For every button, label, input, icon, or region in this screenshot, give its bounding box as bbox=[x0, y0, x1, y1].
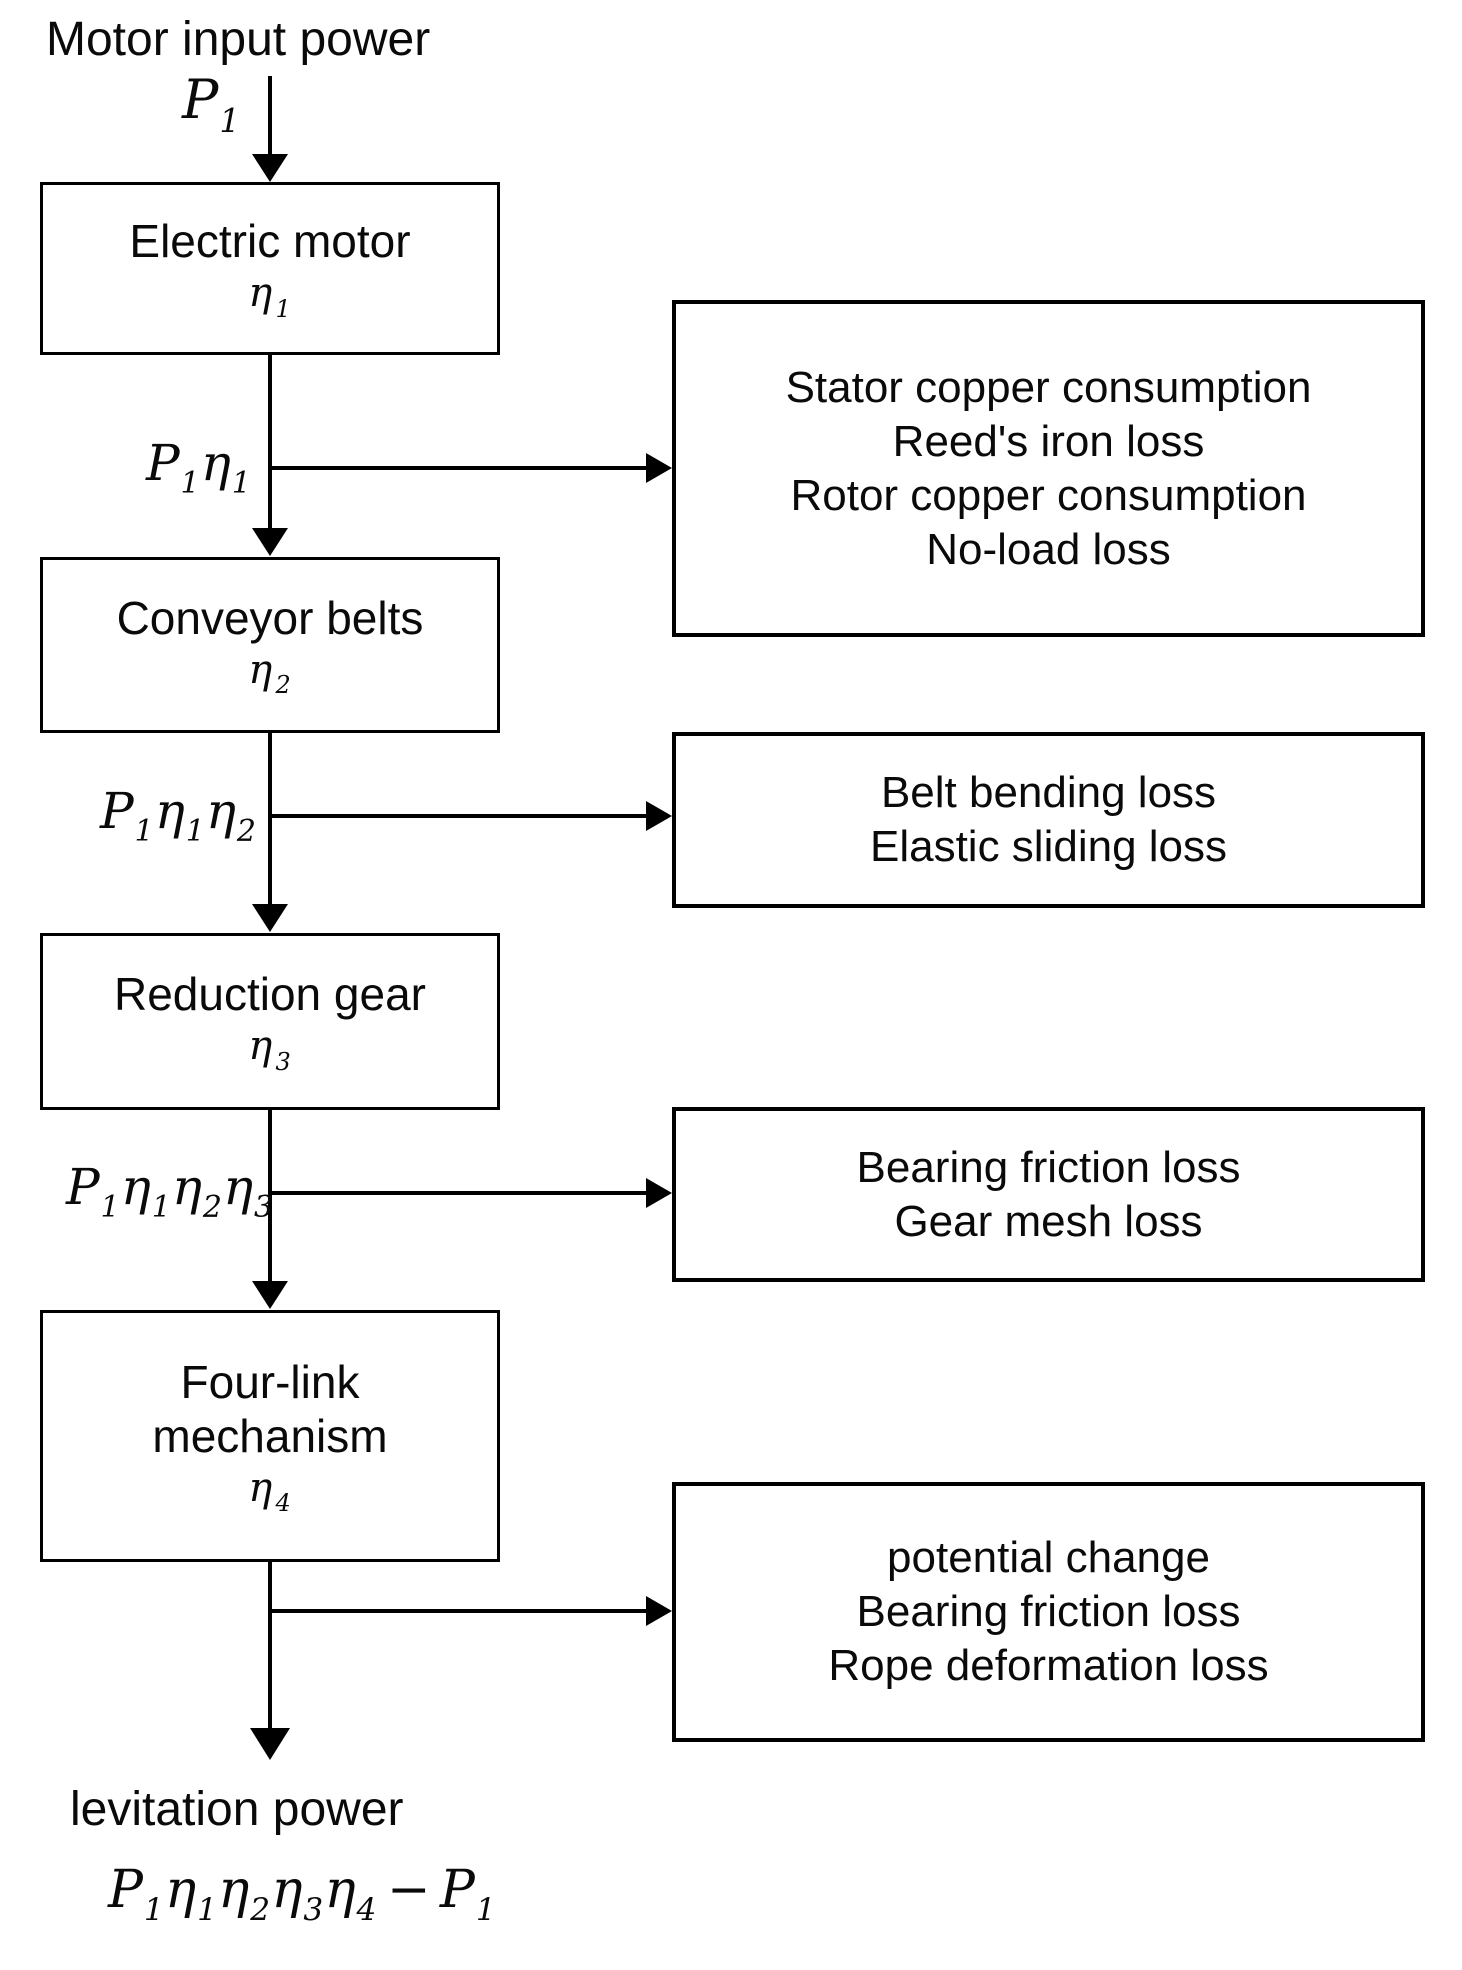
loss-line: Elastic sliding loss bbox=[869, 822, 1228, 871]
loss-line: Rope deformation loss bbox=[828, 1641, 1269, 1690]
loss-line: Gear mesh loss bbox=[894, 1196, 1203, 1246]
flow-line-4 bbox=[268, 1562, 272, 1732]
branch-arrowhead-3 bbox=[646, 1178, 672, 1208]
loss-box-conveyor-belts: Belt bending loss Elastic sliding loss bbox=[672, 732, 1425, 908]
loss-line: Stator copper consumption bbox=[785, 362, 1312, 412]
loss-line: Bearing friction loss bbox=[856, 1587, 1241, 1636]
input-power-title: Motor input power bbox=[46, 13, 431, 66]
branch-line-3 bbox=[270, 1191, 648, 1195]
output-power-title: levitation power bbox=[70, 1783, 404, 1836]
arrowhead-output bbox=[250, 1728, 290, 1760]
arrowhead-conveyor bbox=[252, 528, 288, 556]
loss-line: Belt bending loss bbox=[880, 768, 1217, 817]
after-gear-formula: P1η1η2η3 bbox=[66, 1158, 274, 1225]
loss-box-four-link: potential change Bearing friction loss R… bbox=[672, 1482, 1425, 1742]
node-four-link-label-line2: mechanism bbox=[152, 1409, 388, 1462]
input-power-formula: P1 bbox=[182, 68, 240, 140]
node-reduction-gear-label: Reduction gear bbox=[114, 968, 426, 1021]
node-four-link-label-line1: Four-link bbox=[180, 1355, 360, 1408]
loss-line: Reed's iron loss bbox=[892, 416, 1205, 466]
branch-line-4 bbox=[270, 1609, 648, 1613]
after-motor-formula: P1η1 bbox=[146, 434, 251, 501]
after-belts-formula: P1η1η2 bbox=[100, 782, 256, 849]
loss-line: No-load loss bbox=[926, 524, 1171, 574]
flow-line-input bbox=[268, 76, 272, 158]
branch-line-1 bbox=[270, 466, 648, 470]
node-electric-motor-label: Electric motor bbox=[129, 215, 411, 268]
loss-box-reduction-gear: Bearing friction loss Gear mesh loss bbox=[672, 1107, 1425, 1282]
node-conveyor-belts-label: Conveyor belts bbox=[116, 591, 424, 644]
arrowhead-reduction-gear bbox=[252, 904, 288, 932]
branch-line-2 bbox=[270, 814, 648, 818]
loss-line: potential change bbox=[887, 1533, 1210, 1582]
branch-arrowhead-2 bbox=[646, 801, 672, 831]
arrowhead-input bbox=[252, 154, 288, 182]
loss-line: Rotor copper consumption bbox=[790, 470, 1307, 520]
flow-line-1 bbox=[268, 355, 272, 532]
branch-arrowhead-1 bbox=[646, 453, 672, 483]
output-power-formula: P1η1η2η3η4−P1 bbox=[108, 1860, 496, 1929]
arrowhead-four-link bbox=[252, 1281, 288, 1309]
flow-line-2 bbox=[268, 733, 272, 908]
loss-line: Bearing friction loss bbox=[856, 1142, 1241, 1192]
loss-box-electric-motor: Stator copper consumption Reed's iron lo… bbox=[672, 300, 1425, 637]
branch-arrowhead-4 bbox=[646, 1596, 672, 1626]
flow-line-3 bbox=[268, 1110, 272, 1285]
